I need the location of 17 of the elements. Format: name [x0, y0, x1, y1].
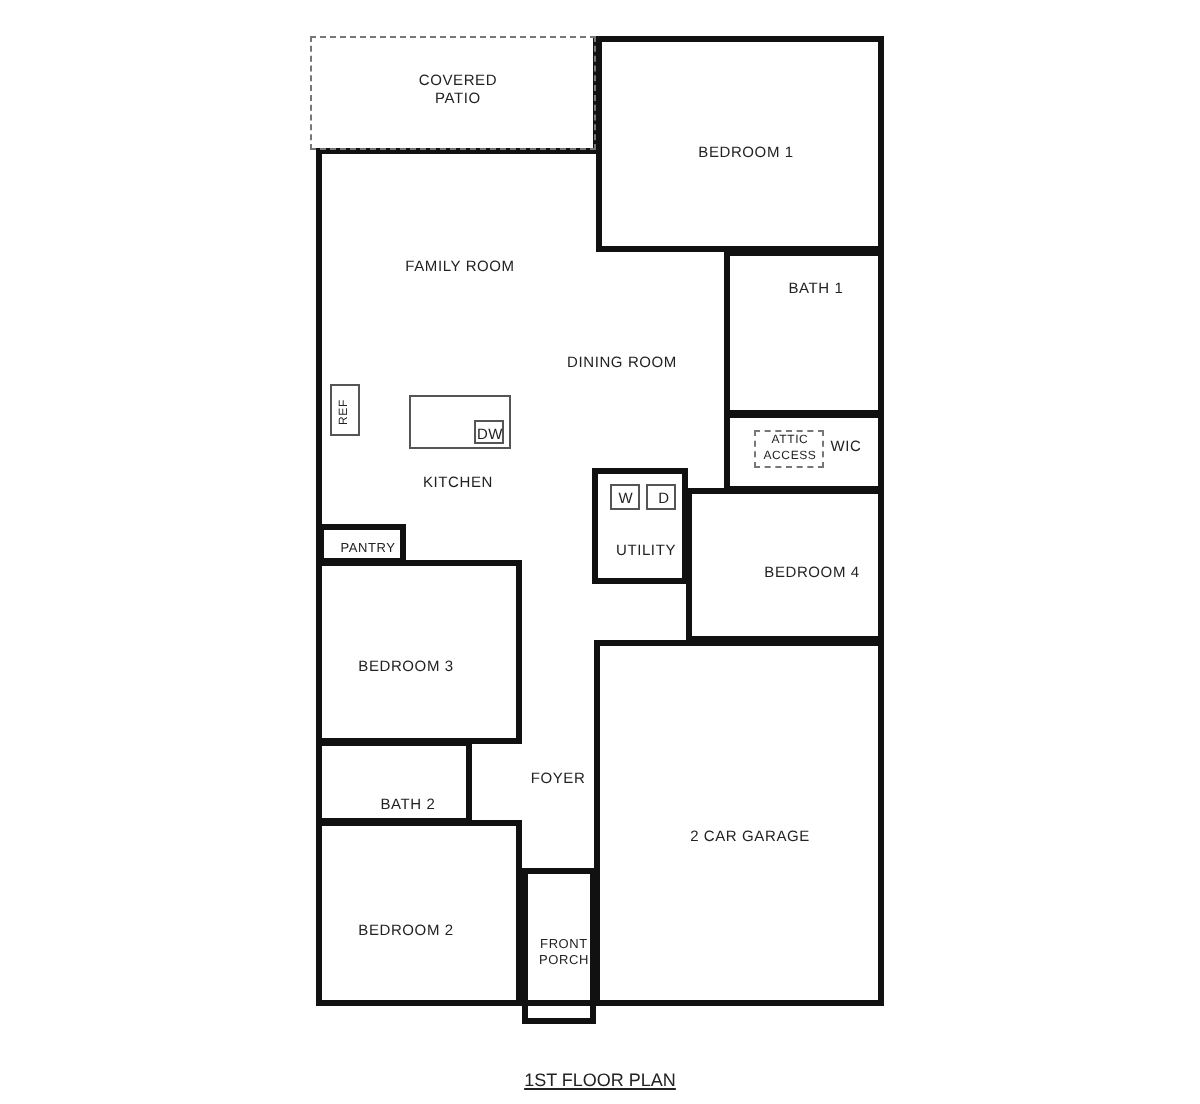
room	[592, 468, 688, 584]
appliance-box	[646, 484, 676, 510]
appliance-box	[330, 384, 360, 436]
room	[594, 640, 884, 1006]
room	[316, 560, 522, 744]
room	[316, 740, 472, 824]
plan-caption: 1ST FLOOR PLAN	[524, 1070, 676, 1090]
room	[318, 524, 406, 564]
patio-area	[310, 36, 596, 150]
room	[686, 488, 884, 642]
porch-area	[522, 868, 596, 1024]
room	[596, 36, 884, 252]
room	[724, 250, 884, 416]
appliance-box	[610, 484, 640, 510]
hatch-box	[754, 430, 824, 468]
room	[316, 820, 522, 1006]
room	[724, 412, 884, 492]
